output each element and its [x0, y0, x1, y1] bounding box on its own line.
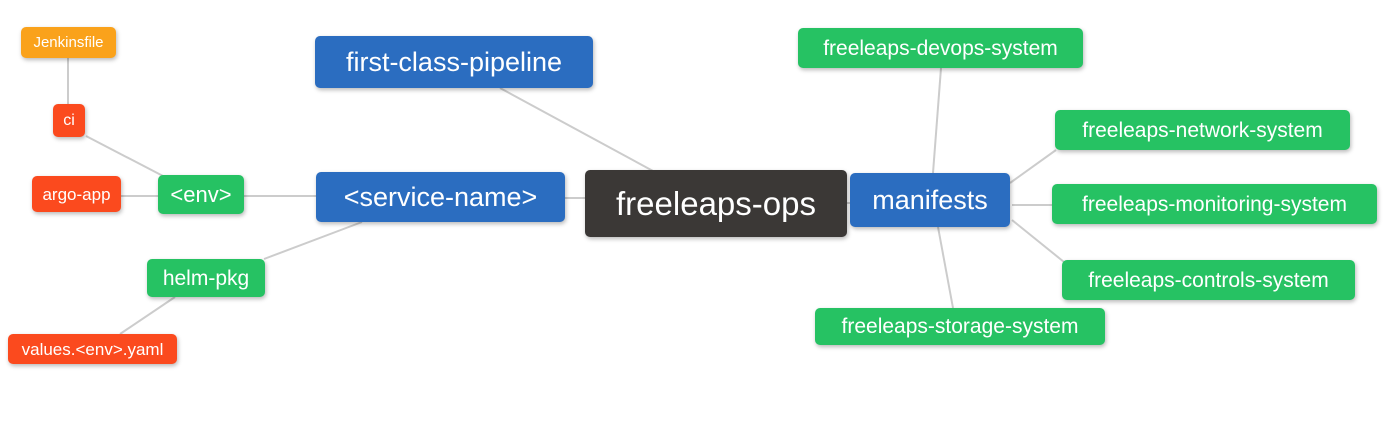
node-freeleaps-controls-system[interactable]: freeleaps-controls-system: [1062, 260, 1355, 300]
node-env[interactable]: <env>: [158, 175, 244, 214]
edge-helm-pkg-to-values-env-yaml: [119, 296, 176, 335]
edge-manifests-to-freeleaps-devops-system: [932, 67, 942, 174]
node-jenkinsfile[interactable]: Jenkinsfile: [21, 27, 116, 58]
node-freeleaps-devops-system[interactable]: freeleaps-devops-system: [798, 28, 1083, 68]
node-label: freeleaps-network-system: [1082, 118, 1323, 142]
node-label: helm-pkg: [162, 266, 250, 290]
edge-manifests-to-freeleaps-storage-system: [937, 226, 954, 309]
node-label: <service-name>: [343, 181, 538, 212]
node-label: freeleaps-controls-system: [1088, 268, 1329, 292]
node-label: first-class-pipeline: [345, 46, 563, 77]
node-values-env-yaml[interactable]: values.<env>.yaml: [8, 334, 177, 364]
node-freeleaps-monitoring-system[interactable]: freeleaps-monitoring-system: [1052, 184, 1377, 224]
edge-first-class-pipeline-to-freeleaps-ops: [499, 87, 654, 172]
node-label: manifests: [872, 184, 988, 215]
edge-service-name-to-helm-pkg: [263, 221, 363, 260]
node-label: values.<env>.yaml: [21, 339, 164, 359]
node-label: freeleaps-devops-system: [823, 36, 1058, 60]
node-ci[interactable]: ci: [53, 104, 85, 137]
edge-manifests-to-freeleaps-controls-system: [1011, 219, 1065, 263]
edge-manifests-to-freeleaps-network-system: [1009, 149, 1057, 184]
node-label: argo-app: [42, 184, 111, 204]
node-manifests[interactable]: manifests: [850, 173, 1010, 227]
node-argo-app[interactable]: argo-app: [32, 176, 121, 212]
node-label: freeleaps-ops: [616, 185, 816, 222]
node-label: ci: [63, 111, 75, 129]
node-freeleaps-ops[interactable]: freeleaps-ops: [585, 170, 847, 237]
node-freeleaps-network-system[interactable]: freeleaps-network-system: [1055, 110, 1350, 150]
node-label: Jenkinsfile: [33, 34, 104, 51]
node-label: freeleaps-monitoring-system: [1082, 192, 1347, 216]
node-freeleaps-storage-system[interactable]: freeleaps-storage-system: [815, 308, 1105, 345]
node-label: <env>: [170, 181, 232, 207]
node-first-class-pipeline[interactable]: first-class-pipeline: [315, 36, 593, 88]
node-helm-pkg[interactable]: helm-pkg: [147, 259, 265, 297]
node-service-name[interactable]: <service-name>: [316, 172, 565, 222]
edge-ci-to-env: [85, 135, 164, 177]
node-label: freeleaps-storage-system: [841, 315, 1079, 338]
